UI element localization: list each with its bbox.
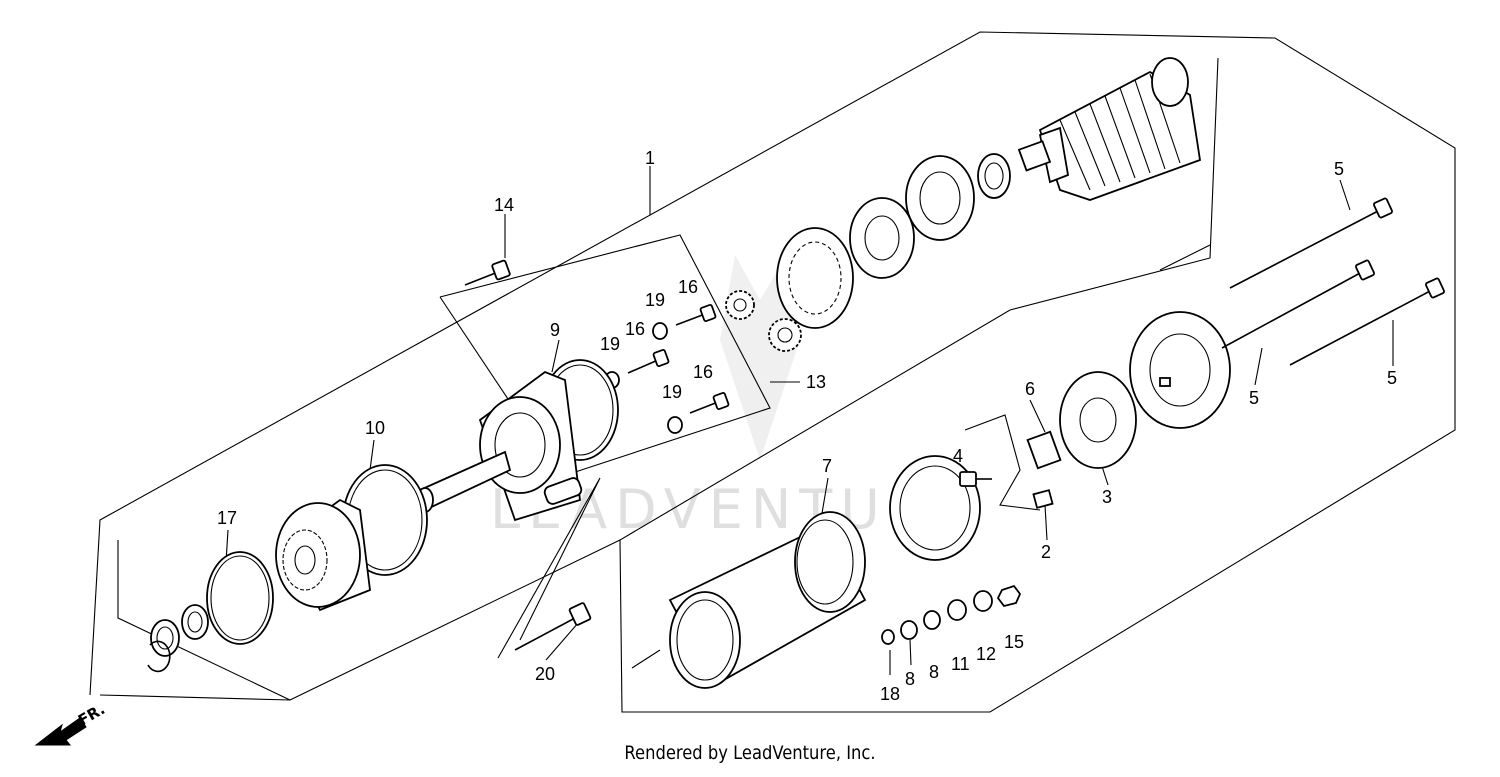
bolt — [627, 349, 670, 374]
callout-label: 16 — [625, 319, 645, 339]
callout-label: 9 — [550, 320, 560, 340]
bolt-14 — [464, 259, 511, 286]
callout-label: 15 — [1004, 632, 1024, 652]
washer — [667, 416, 683, 434]
callout-label: 17 — [217, 508, 237, 528]
callout-label: 19 — [645, 290, 665, 310]
callout-label: 19 — [662, 382, 682, 402]
pinion-housing — [275, 498, 371, 612]
internal-ring-gear — [776, 227, 854, 329]
o-ring — [206, 551, 274, 645]
housing-inner-boundary — [99, 694, 291, 701]
callout-label: 3 — [1102, 487, 1112, 507]
callout-label: 8 — [929, 662, 939, 682]
brush-plate — [1059, 371, 1137, 469]
bolt — [675, 304, 717, 326]
callout-labels: 1 14 9 19 16 19 16 19 16 13 10 17 20 7 4… — [217, 148, 1397, 704]
callout-label: 6 — [1025, 379, 1035, 399]
callout-label: 8 — [905, 669, 915, 689]
callout-label: 11 — [951, 654, 970, 674]
callout-label: 4 — [953, 446, 963, 466]
brush — [1032, 489, 1054, 509]
washer — [652, 322, 668, 340]
snap-ring — [147, 640, 171, 673]
washer — [900, 620, 918, 640]
thrust-washer — [977, 153, 1011, 199]
callout-label: 18 — [880, 684, 900, 704]
assembly-boundary — [89, 31, 1456, 713]
yoke — [668, 511, 867, 689]
terminal-bolt — [959, 471, 992, 487]
bolt-20 — [514, 602, 592, 651]
rear-cover — [1129, 311, 1231, 429]
washer — [881, 629, 895, 645]
callout-label: 5 — [1334, 159, 1344, 179]
render-credit: Rendered by LeadVenture, Inc. — [624, 742, 876, 764]
gear-housing — [416, 370, 583, 522]
brush-holder-ring — [889, 455, 981, 561]
callout-label: 10 — [365, 418, 385, 438]
brush — [1026, 430, 1062, 470]
rear-section-boundary — [1159, 244, 1211, 271]
planetary-gear — [768, 318, 802, 352]
through-bolt — [1221, 259, 1375, 349]
callout-label: 16 — [693, 362, 713, 382]
front-housing-boundary — [117, 539, 621, 701]
bolt — [689, 392, 730, 414]
callout-label: 5 — [1387, 368, 1397, 388]
washer — [150, 619, 180, 657]
callout-label: 20 — [535, 664, 555, 684]
armature — [1017, 57, 1202, 201]
through-bolt — [1289, 277, 1445, 366]
callout-label: 19 — [600, 334, 620, 354]
planetary-gear — [725, 290, 755, 320]
shim-disc — [849, 197, 915, 279]
washer — [973, 590, 993, 612]
front-direction-arrow: FR. — [34, 700, 108, 746]
callout-label: 1 — [645, 148, 655, 168]
callout-label: 7 — [822, 456, 832, 476]
callout-label: 5 — [1249, 388, 1259, 408]
nut — [996, 584, 1022, 608]
callout-label: 14 — [494, 195, 514, 215]
washer — [181, 604, 209, 640]
brush-lead — [964, 414, 1041, 511]
washer — [947, 599, 967, 621]
washer — [923, 610, 941, 630]
through-bolt — [1229, 197, 1393, 289]
callout-label: 2 — [1041, 542, 1051, 562]
callout-label: 12 — [976, 644, 996, 664]
callout-label: 16 — [678, 277, 698, 297]
callout-label: 13 — [806, 372, 826, 392]
bearing-plate — [905, 155, 975, 241]
